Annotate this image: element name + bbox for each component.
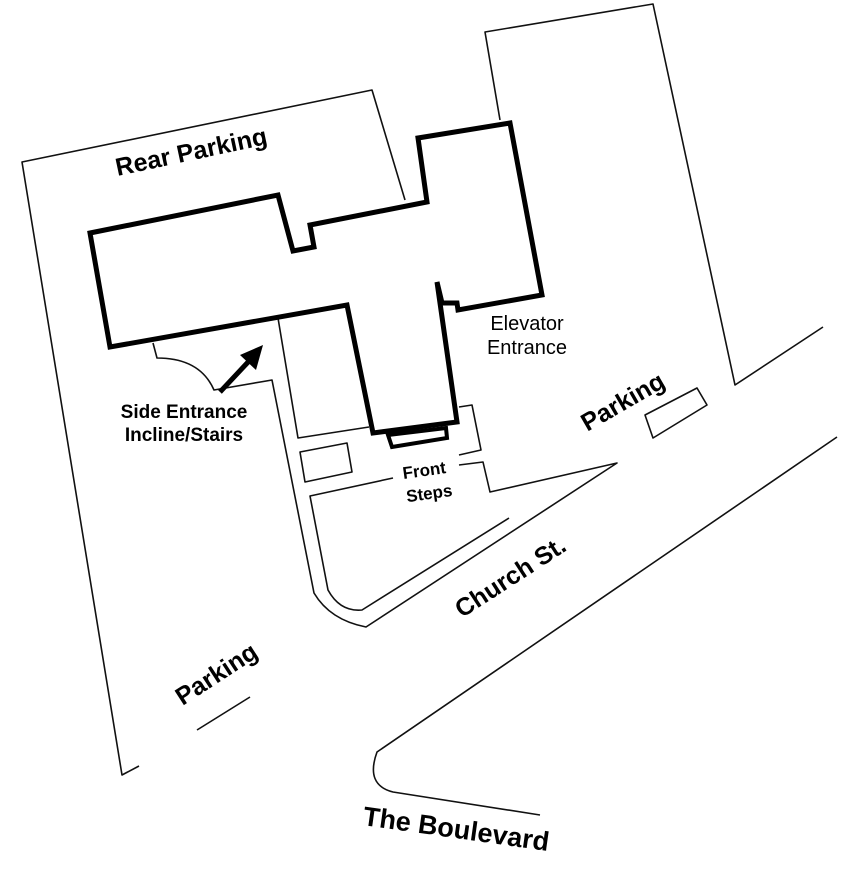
right-lot-boundary: [484, 3, 824, 386]
front-walkway: [277, 317, 370, 439]
side-walkway-outer: [152, 342, 618, 628]
front-steps: [385, 425, 450, 450]
label-boulevard: The Boulevard: [361, 801, 551, 857]
label-parking-left: Parking: [171, 638, 263, 711]
label-elevator-2: Entrance: [487, 337, 567, 359]
front-walkway-inner: [309, 477, 510, 611]
label-rear-parking: Rear Parking: [113, 122, 270, 181]
label-front-1: Front: [401, 458, 447, 483]
label-elevator-1: Elevator: [490, 313, 564, 335]
label-front-2: Steps: [405, 481, 453, 506]
label-church-st: Church St.: [450, 531, 571, 623]
church-building: [87, 120, 545, 436]
label-side-1: Side Entrance: [121, 402, 248, 423]
label-parking-right: Parking: [576, 367, 669, 437]
right-parking-island: [644, 387, 708, 439]
planter-box: [299, 442, 353, 483]
road-edge: [372, 436, 838, 816]
front-steps-box: [458, 404, 482, 456]
rear-parking-boundary: [21, 89, 406, 776]
side-entrance-arrow-shaft: [218, 358, 252, 394]
arrow-head-icon: [240, 345, 263, 370]
label-side-2: Incline/Stairs: [125, 425, 243, 446]
left-parking-line: [196, 696, 251, 731]
